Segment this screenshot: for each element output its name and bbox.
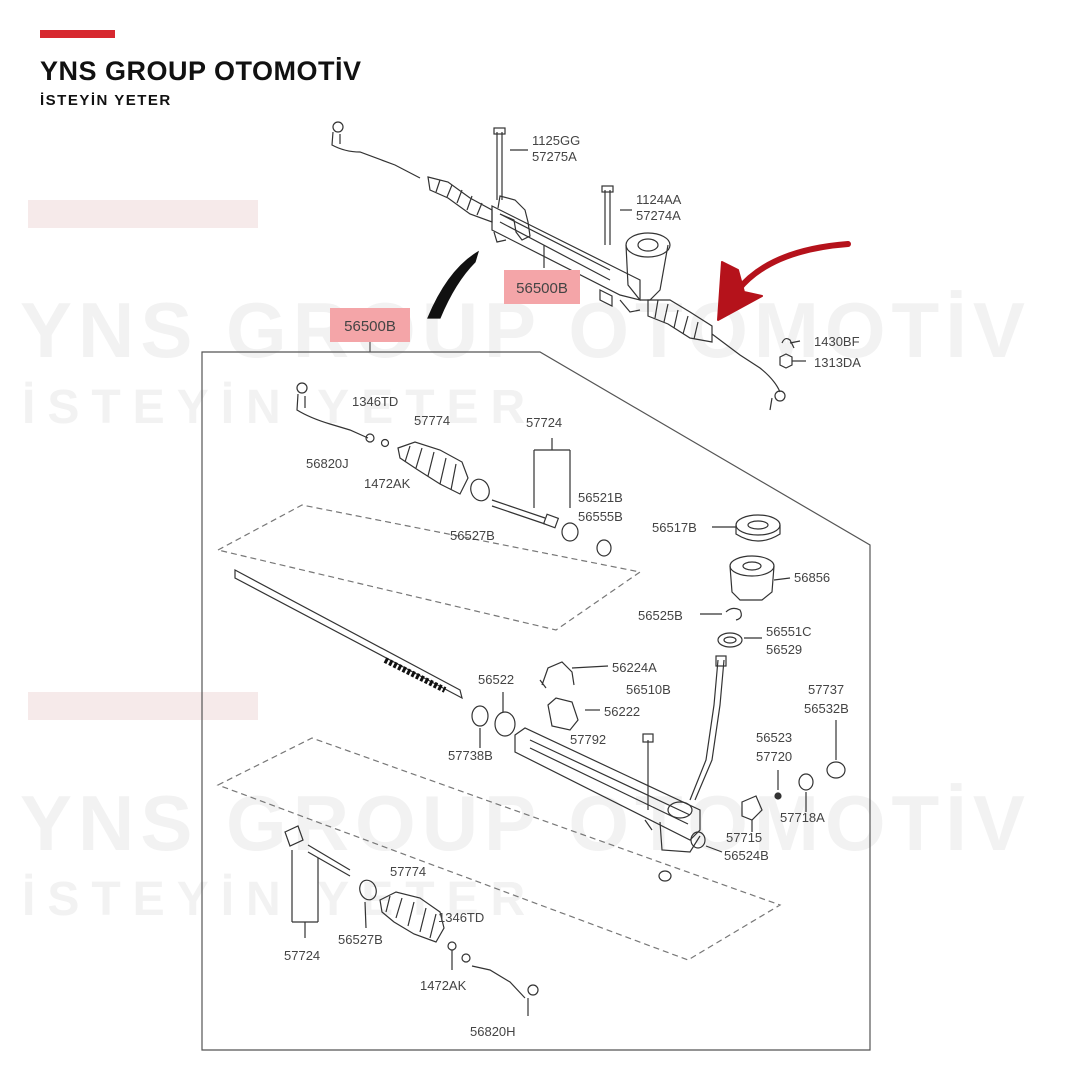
- rack-assembly-overview: [331, 121, 806, 411]
- label-1125GG: 1125GG: [532, 133, 580, 148]
- label-56510B: 56510B: [626, 682, 671, 697]
- label-56551C: 56551C: [766, 624, 812, 639]
- label-56525B: 56525B: [638, 608, 683, 623]
- label-57724: 57724: [526, 415, 562, 430]
- red-arrow-icon: [717, 241, 851, 321]
- watermark-bar: [28, 692, 258, 720]
- label-56532B: 56532B: [804, 701, 849, 716]
- label-56517B: 56517B: [652, 520, 697, 535]
- label-1472AK: 1472AK: [364, 476, 411, 491]
- label-1313DA: 1313DA: [814, 355, 861, 370]
- label-57275A: 57275A: [532, 149, 577, 164]
- label-57737: 57737: [808, 682, 844, 697]
- assembly-code: 56500B: [516, 280, 568, 297]
- assembly-code: 56500B: [344, 318, 396, 335]
- label-56820J: 56820J: [306, 456, 349, 471]
- label-1346TD-lower: 1346TD: [438, 910, 484, 925]
- assembly-label-top: 56500B: [504, 270, 580, 304]
- label-56529: 56529: [766, 642, 802, 657]
- label-56524B: 56524B: [724, 848, 769, 863]
- assembly-label-box: 56500B: [330, 308, 410, 342]
- label-56222: 56222: [604, 704, 640, 719]
- label-57715: 57715: [726, 830, 762, 845]
- label-1346TD: 1346TD: [352, 394, 398, 409]
- watermark-subtitle: İSTEYİN YETER: [22, 381, 538, 434]
- label-56224A: 56224A: [612, 660, 657, 675]
- label-57724-lower: 57724: [284, 948, 320, 963]
- label-56527B: 56527B: [450, 528, 495, 543]
- label-56555B: 56555B: [578, 509, 623, 524]
- watermark-bar: [28, 200, 258, 228]
- label-57792: 57792: [570, 732, 606, 747]
- label-1472AK-lower: 1472AK: [420, 978, 467, 993]
- label-57774-lower: 57774: [390, 864, 426, 879]
- label-57738B: 57738B: [448, 748, 493, 763]
- label-57720: 57720: [756, 749, 792, 764]
- label-1124AA: 1124AA: [636, 192, 682, 207]
- label-56527B-lower: 56527B: [338, 932, 383, 947]
- watermark-title: YNS GROUP OTOMOTİV: [20, 779, 1031, 867]
- label-1430BF: 1430BF: [814, 334, 860, 349]
- label-57274A: 57274A: [636, 208, 681, 223]
- brand-subtitle: İSTEYİN YETER: [40, 92, 172, 109]
- label-56522: 56522: [478, 672, 514, 687]
- brand-accent-bar: [40, 30, 115, 38]
- label-57774: 57774: [414, 413, 450, 428]
- label-56523: 56523: [756, 730, 792, 745]
- brand-title: YNS GROUP OTOMOTİV: [40, 56, 362, 86]
- label-56820H: 56820H: [470, 1024, 516, 1039]
- label-57718A: 57718A: [780, 810, 825, 825]
- label-56521B: 56521B: [578, 490, 623, 505]
- label-56856: 56856: [794, 570, 830, 585]
